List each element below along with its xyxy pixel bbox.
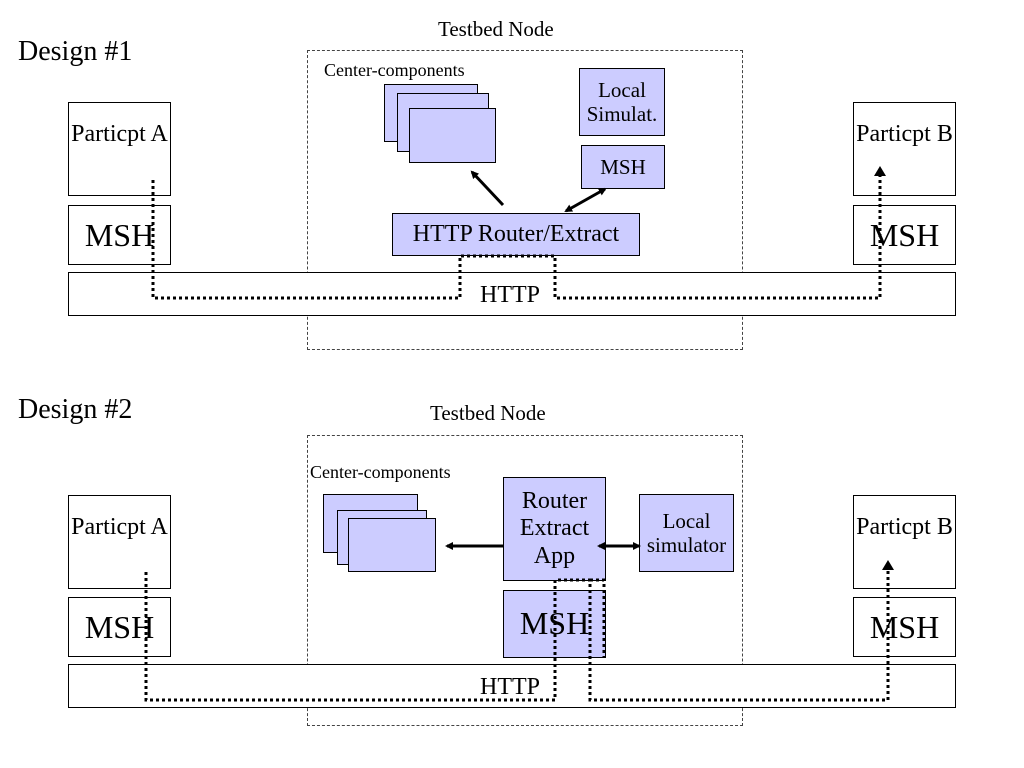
msh-b-2-label: MSH xyxy=(869,608,940,645)
msh-inner-1: MSH xyxy=(581,145,665,189)
participant-b-2: Particpt B xyxy=(853,495,956,589)
participant-b-1: Particpt B xyxy=(853,102,956,196)
http-label-1: HTTP xyxy=(478,282,542,309)
msh-b-1: MSH xyxy=(853,205,956,265)
center-component-card xyxy=(409,108,496,163)
local-simulator-2: Local simulator xyxy=(639,494,734,572)
msh-inner-1-label: MSH xyxy=(600,154,646,179)
msh-b-2: MSH xyxy=(853,597,956,657)
http-label-2: HTTP xyxy=(478,674,542,701)
http-router-extract-1: HTTP Router/Extract xyxy=(392,213,640,256)
router-extract-app-2-label: Router Extract App xyxy=(519,487,590,569)
center-components-label-1: Center-components xyxy=(324,60,465,80)
local-simulator-1-label: Local Simulat. xyxy=(586,77,658,126)
participant-a-2-label: Particpt A xyxy=(71,514,168,540)
participant-b-1-label: Particpt B xyxy=(856,121,953,147)
msh-a-2: MSH xyxy=(68,597,171,657)
msh-a-2-label: MSH xyxy=(84,608,155,645)
participant-a-1-label: Particpt A xyxy=(71,121,168,147)
msh-a-1: MSH xyxy=(68,205,171,265)
testbed-node-label-1: Testbed Node xyxy=(438,17,554,41)
local-simulator-2-label: Local simulator xyxy=(646,508,727,557)
participant-a-1: Particpt A xyxy=(68,102,171,196)
design-2-title: Design #2 xyxy=(18,394,133,425)
router-extract-app-2: Router Extract App xyxy=(503,477,606,581)
msh-inner-2-label: MSH xyxy=(519,605,590,641)
msh-a-1-label: MSH xyxy=(84,216,155,253)
local-simulator-1: Local Simulat. xyxy=(579,68,665,136)
participant-a-2: Particpt A xyxy=(68,495,171,589)
participant-b-2-label: Particpt B xyxy=(856,514,953,540)
http-router-extract-1-label: HTTP Router/Extract xyxy=(412,220,620,247)
msh-inner-2: MSH xyxy=(503,590,606,658)
msh-b-1-label: MSH xyxy=(869,216,940,253)
design-1-title: Design #1 xyxy=(18,36,133,67)
testbed-node-label-2: Testbed Node xyxy=(430,401,546,425)
center-component-card xyxy=(348,518,436,572)
center-components-label-2: Center-components xyxy=(310,462,451,482)
